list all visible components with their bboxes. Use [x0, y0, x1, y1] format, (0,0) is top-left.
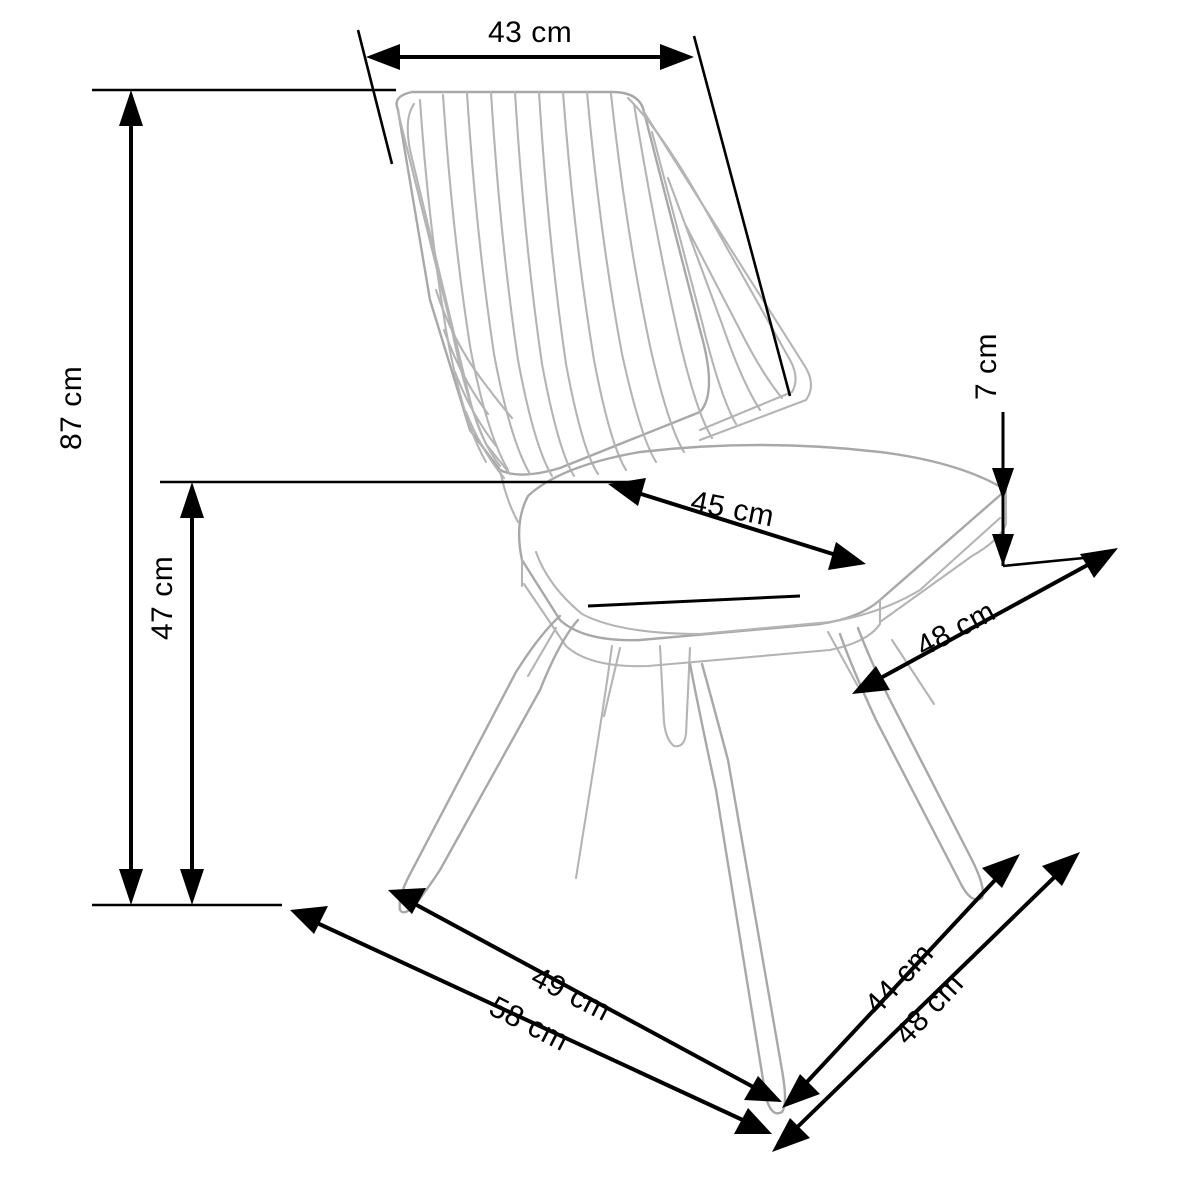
arrow-45-left	[608, 478, 646, 506]
chair-illustration	[395, 90, 1008, 1115]
seat-back-junction	[498, 468, 520, 524]
dim-line-49	[399, 894, 771, 1098]
label-7cm: 7 cm	[970, 332, 1003, 400]
dimension-58cm	[290, 906, 772, 1134]
backrest-wing-detail-1	[434, 288, 514, 420]
arrow-43-right	[660, 44, 694, 70]
leg-detail-3	[890, 638, 936, 706]
tuft-line-12	[666, 176, 762, 412]
dimension-44cm	[782, 854, 1020, 1108]
dim-line-44	[790, 862, 1012, 1100]
arrow-7-bottom	[992, 534, 1014, 566]
arrow-87-top	[119, 90, 143, 126]
backrest-wing-detail-2	[442, 328, 490, 416]
dimension-47cm	[160, 480, 640, 905]
leg-detail-4	[526, 626, 558, 678]
tuft-line-13	[684, 224, 784, 400]
tuft-line-5	[513, 90, 576, 478]
dimension-49cm	[388, 888, 782, 1102]
label-43cm: 43 cm	[488, 16, 573, 49]
tuft-line-2	[441, 93, 510, 472]
backrest-outline	[395, 90, 711, 476]
dimension-7cm	[992, 412, 1105, 568]
leg-front-right	[688, 662, 787, 1115]
leg-front-left	[398, 614, 580, 914]
arrow-49-right	[744, 1076, 782, 1102]
arrow-47-top	[180, 482, 204, 518]
backrest-left-inner	[406, 102, 502, 468]
arrow-43-left	[366, 44, 400, 70]
arrow-7-top	[992, 468, 1014, 500]
label-87cm: 87 cm	[55, 365, 88, 450]
leg-detail-2	[826, 630, 862, 692]
tuft-line-4	[489, 90, 554, 478]
tuft-line-3	[465, 91, 532, 476]
arrow-58-left	[290, 906, 328, 934]
backrest-right-panel	[642, 110, 813, 442]
dimension-48cm-seat	[852, 548, 1118, 694]
arrow-49-left	[388, 888, 426, 914]
leg-rear-left	[574, 644, 614, 880]
dim-line-58	[301, 914, 761, 1130]
arrow-58-right	[734, 1108, 772, 1134]
arrow-48-base-high	[1042, 852, 1080, 886]
arrow-48-seat-high	[1080, 548, 1118, 578]
arrow-87-bottom	[119, 869, 143, 905]
dimension-48cm-base	[772, 852, 1080, 1152]
tuft-line-10	[632, 102, 714, 440]
backrest-wing-detail-3	[453, 370, 498, 448]
backrest-right-panel-inner	[626, 96, 797, 432]
ext-line-43-right	[692, 35, 792, 397]
arrow-45-right	[828, 542, 866, 570]
tuft-line-11	[650, 130, 738, 426]
leg-detail-1	[602, 646, 622, 718]
ext-line-43-left	[356, 29, 394, 165]
seat-top-surface	[517, 443, 1008, 642]
arrow-47-bottom	[180, 869, 204, 905]
leg-back-left	[658, 644, 692, 748]
arrow-44-high	[982, 854, 1020, 888]
dim-line-48-seat	[865, 554, 1105, 688]
tuft-line-8	[585, 90, 658, 464]
tuft-line-7	[561, 90, 628, 472]
tuft-line-9	[609, 92, 686, 454]
label-47cm: 47 cm	[146, 555, 179, 640]
dimension-43cm	[356, 29, 792, 397]
arrow-44-low	[782, 1074, 820, 1108]
seat-underrail-accent	[587, 594, 801, 608]
seat-welt-line	[534, 516, 1002, 636]
arrow-48-seat-low	[852, 666, 890, 694]
seat-thickness-front	[522, 582, 882, 668]
dim-line-45	[621, 486, 853, 562]
tuft-line-1	[418, 98, 488, 464]
dim-line-48-base	[780, 860, 1072, 1144]
dimension-87cm	[92, 88, 396, 907]
arrow-48-base-low	[772, 1118, 810, 1152]
dimension-45cm	[608, 478, 866, 570]
tuft-line-6	[537, 90, 600, 476]
